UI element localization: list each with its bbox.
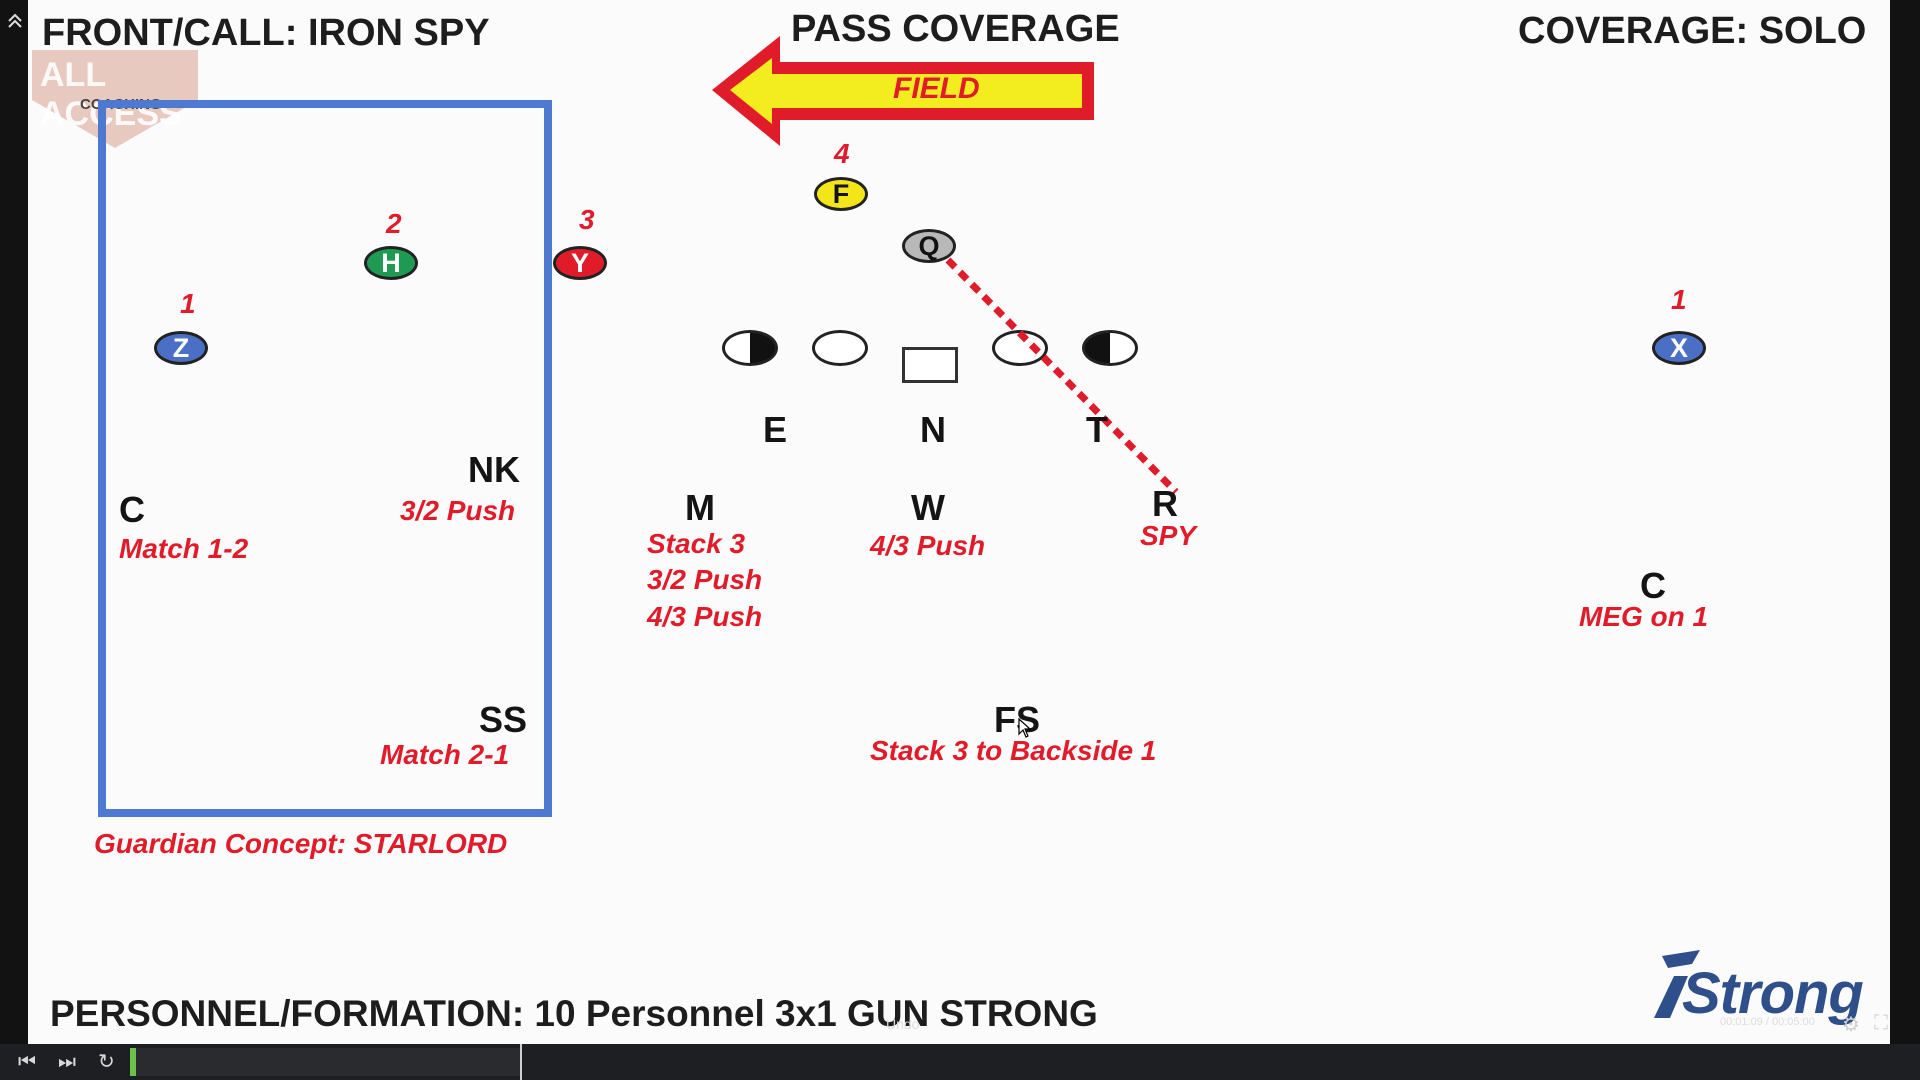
mike-assignment-1: Stack 3	[647, 528, 746, 559]
fullscreen-icon[interactable]: ⛶	[1874, 1012, 1888, 1034]
nose-label: N	[920, 409, 946, 450]
z-number: 1	[180, 288, 196, 319]
left-guard	[812, 330, 868, 366]
settings-gear-icon[interactable]: ⚙	[1842, 1014, 1860, 1036]
receiver-y: Y	[553, 246, 607, 280]
brand-text: Strong	[1682, 961, 1864, 1026]
replay-icon[interactable]: ↻	[98, 1051, 115, 1073]
pass-coverage-title: PASS COVERAGE	[791, 8, 1120, 50]
center	[902, 347, 958, 383]
mike-assignment-3: 4/3 Push	[647, 601, 763, 632]
field-direction-arrow: FIELD	[708, 32, 1100, 150]
corner-left-assignment: Match 1-2	[119, 533, 249, 564]
free-safety-assignment: Stack 3 to Backside 1	[870, 735, 1157, 766]
corner-right-assignment: MEG on 1	[1579, 601, 1709, 632]
collapse-chevron-icon[interactable]	[6, 12, 24, 30]
skip-back-icon[interactable]: ⏮	[18, 1051, 36, 1073]
quarterback-q: Q	[902, 229, 956, 263]
coverage-title: COVERAGE: SOLO	[1518, 10, 1867, 52]
right-tackle	[1082, 330, 1138, 366]
play-diagram-slide: FRONT/CALL: IRON SPY PASS COVERAGE COVER…	[28, 0, 1890, 1044]
rover-label: R	[1152, 483, 1178, 524]
field-label: FIELD	[893, 72, 980, 105]
receiver-h: H	[364, 246, 418, 280]
timeline-track[interactable]	[130, 1048, 520, 1076]
guardian-concept-label: Guardian Concept: STARLORD	[94, 828, 508, 859]
mike-assignment-2: 3/2 Push	[647, 564, 763, 595]
tackle-label: T	[1086, 409, 1108, 450]
rover-assignment: SPY	[1140, 520, 1197, 551]
time-display: 00:01:09 / 00:05:00	[1720, 1016, 1815, 1028]
front-call-title: FRONT/CALL: IRON SPY	[42, 12, 490, 54]
guardian-concept-box	[98, 100, 552, 817]
undo-control[interactable]: Undo	[886, 1016, 920, 1032]
will-assignment: 4/3 Push	[870, 530, 986, 561]
h-number: 2	[386, 208, 402, 239]
receiver-z: Z	[154, 331, 208, 365]
strong-brand-logo: Strong	[1648, 946, 1884, 1028]
spy-route-line	[928, 250, 1188, 500]
mouse-cursor-icon	[1018, 717, 1032, 738]
corner-left-label: C	[119, 489, 145, 530]
nickel-assignment: 3/2 Push	[400, 495, 516, 526]
player-transport-bar: ⏮ ⏭ ↻	[0, 1044, 1920, 1080]
receiver-x: X	[1652, 331, 1706, 365]
timeline-progress	[130, 1048, 136, 1076]
will-label: W	[911, 487, 945, 528]
x-number: 1	[1671, 284, 1687, 315]
strong-safety-assignment: Match 2-1	[380, 739, 510, 770]
left-tackle	[722, 330, 778, 366]
personnel-formation-text: PERSONNEL/FORMATION: 10 Personnel 3x1 GU…	[50, 993, 1098, 1034]
mike-label: M	[685, 487, 715, 528]
corner-right-label: C	[1640, 565, 1666, 606]
f-number: 4	[834, 138, 850, 169]
end-label: E	[763, 409, 788, 450]
y-number: 3	[579, 204, 595, 235]
back-f: F	[814, 177, 868, 211]
strong-safety-label: SS	[479, 699, 528, 740]
skip-forward-icon[interactable]: ⏭	[58, 1051, 76, 1073]
free-safety-label: FS	[994, 699, 1041, 740]
nickel-label: NK	[468, 449, 520, 490]
timeline-divider	[520, 1044, 522, 1080]
